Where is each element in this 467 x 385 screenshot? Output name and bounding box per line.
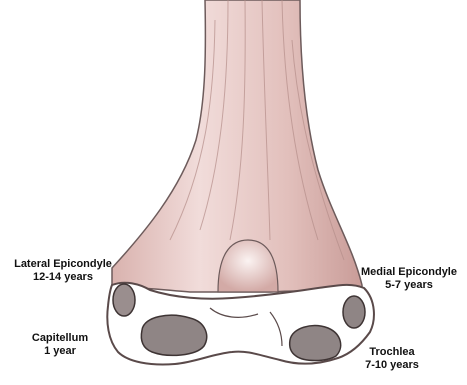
medial-epicondyle-label: Medial Epicondyle 5-7 years: [354, 266, 464, 292]
trochlea-center: [290, 326, 341, 361]
medial-epicondyle-age: 5-7 years: [354, 279, 464, 292]
lateral-epicondyle-age: 12-14 years: [4, 271, 122, 284]
lateral-epicondyle-label: Lateral Epicondyle 12-14 years: [4, 258, 122, 284]
lateral-epicondyle-center: [113, 284, 135, 316]
trochlea-name: Trochlea: [356, 346, 428, 359]
capitellum-age: 1 year: [30, 345, 90, 358]
medial-epicondyle-name: Medial Epicondyle: [354, 266, 464, 279]
trochlea-age: 7-10 years: [356, 359, 428, 372]
lateral-epicondyle-name: Lateral Epicondyle: [4, 258, 122, 271]
trochlea-label: Trochlea 7-10 years: [356, 346, 428, 372]
capitellum-name: Capitellum: [30, 332, 90, 345]
capitellum-center: [141, 315, 206, 355]
capitellum-label: Capitellum 1 year: [30, 332, 90, 358]
medial-epicondyle-center: [343, 296, 365, 328]
